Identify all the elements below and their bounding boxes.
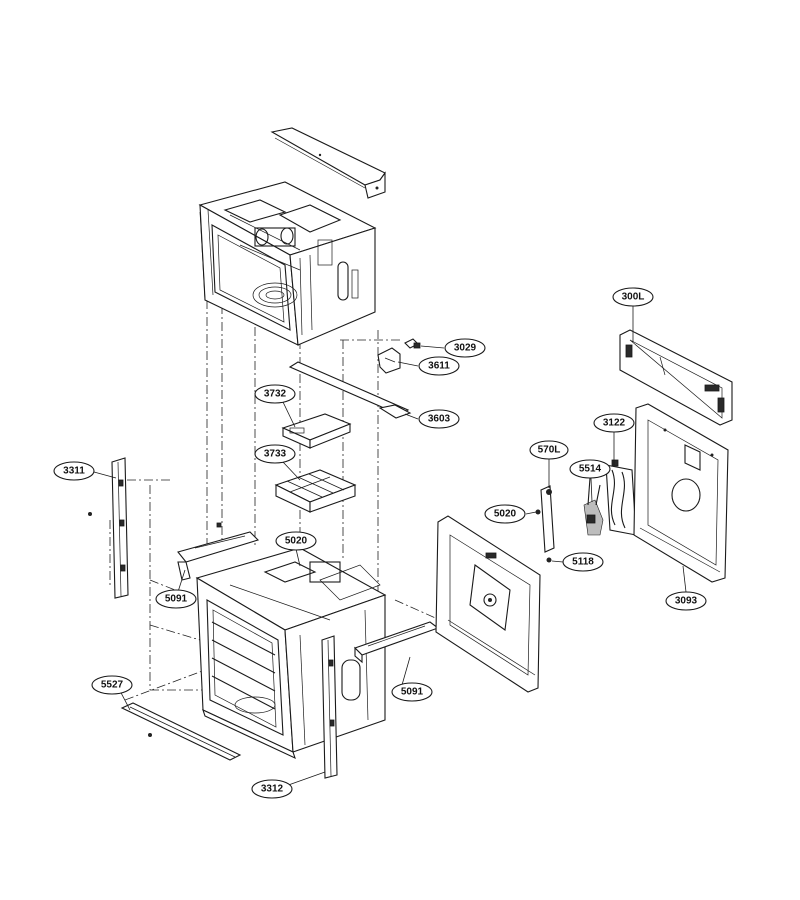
callout-3093: 3093 — [665, 591, 707, 611]
assembly-5514 — [583, 477, 604, 536]
callout-5091-right: 5091 — [391, 682, 433, 702]
svg-text:5020: 5020 — [285, 536, 308, 547]
svg-text:3311: 3311 — [63, 466, 85, 477]
callout-3311: 3311 — [53, 461, 95, 481]
callout-3732: 3732 — [254, 384, 296, 404]
svg-text:5020: 5020 — [494, 509, 517, 520]
svg-text:3029: 3029 — [454, 343, 477, 354]
svg-text:3733: 3733 — [264, 449, 287, 460]
rear-panel-3093 — [633, 403, 729, 583]
svg-text:3093: 3093 — [675, 596, 698, 607]
bracket-570L — [535, 485, 555, 563]
callout-5020-lower: 5020 — [275, 531, 317, 551]
wiring-3122 — [605, 459, 637, 536]
callout-3312: 3312 — [251, 779, 293, 799]
svg-text:3312: 3312 — [261, 784, 284, 795]
leader-lines — [93, 306, 687, 789]
part-3733-frame — [274, 469, 357, 513]
bottom-trim-5527 — [120, 702, 242, 761]
right-side-rail — [321, 635, 338, 779]
svg-text:5514: 5514 — [579, 464, 602, 475]
callout-3733: 3733 — [254, 444, 296, 464]
callout-3603: 3603 — [418, 409, 460, 429]
small-brackets — [288, 338, 421, 419]
callout-3611: 3611 — [418, 356, 460, 376]
callout-3122: 3122 — [593, 413, 635, 433]
callout-5514: 5514 — [569, 459, 611, 479]
callout-5091-left: 5091 — [155, 589, 197, 609]
left-bracket-5091 — [177, 522, 260, 581]
upper-oven-cavity — [198, 181, 377, 346]
left-side-rail — [88, 457, 129, 599]
callout-5527: 5527 — [91, 675, 133, 695]
svg-text:5091: 5091 — [401, 687, 424, 698]
top-cover-plate — [270, 127, 386, 199]
svg-text:3732: 3732 — [264, 389, 287, 400]
svg-text:3603: 3603 — [428, 414, 451, 425]
callout-300L: 300L — [612, 287, 654, 307]
callout-570L: 570L — [529, 440, 569, 460]
svg-text:300L: 300L — [622, 292, 645, 303]
back-panel-center — [435, 515, 541, 693]
callout-5020-right: 5020 — [484, 504, 526, 524]
svg-text:5527: 5527 — [101, 680, 124, 691]
lower-oven-cavity — [195, 547, 387, 760]
svg-text:3611: 3611 — [428, 361, 450, 372]
svg-text:5118: 5118 — [572, 557, 594, 568]
part-3732-box — [281, 413, 352, 449]
svg-text:3122: 3122 — [603, 418, 626, 429]
svg-text:5091: 5091 — [165, 594, 188, 605]
svg-text:570L: 570L — [538, 445, 561, 456]
callout-3029: 3029 — [444, 338, 486, 358]
cover-300L — [619, 329, 733, 426]
callout-5118: 5118 — [562, 552, 604, 572]
